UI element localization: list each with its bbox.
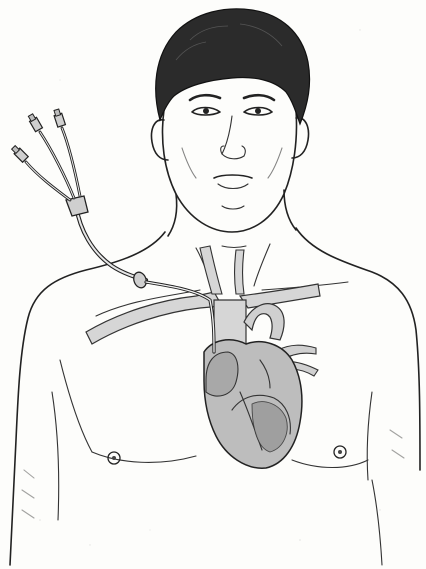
head [152,9,310,232]
left-ear [152,120,169,160]
lumen-3-tube [62,128,80,196]
mouth-upper-lip [214,175,252,178]
left-subclavian-vein [86,292,222,344]
catheter-tube [76,206,146,280]
left-side-hatch [22,470,34,518]
left-eye [192,108,220,116]
left-chest-contour [60,360,92,452]
lumen-2-cap [27,113,42,132]
nostril-right [242,146,245,156]
cheek-left [182,148,196,178]
right-side-hatch [390,430,404,458]
lumen-3-cap [53,108,66,127]
catheter-lumens [11,108,80,200]
left-eyebrow [190,95,220,100]
lumen-1-tube [26,162,70,200]
nose [222,116,244,159]
neck [168,190,296,286]
catheter-entry-wing [132,270,149,289]
right-jugular-vein [235,250,245,294]
aortic-arch [244,304,284,340]
neck-right-outline [284,190,296,230]
heart [204,340,302,468]
right-nipple [334,446,346,458]
left-arm-inner-line [52,392,59,520]
neck-muscle-right [254,244,270,286]
hair [156,9,310,124]
catheter-tube-core [76,206,146,280]
right-flank-line [372,480,382,565]
face-outline [163,110,297,232]
mouth-lower-lip [218,184,248,189]
cheek-right [268,148,282,178]
neck-left-outline [168,194,177,236]
chin-line [222,206,244,209]
central-venous-catheter [11,108,214,352]
right-eye [244,108,272,116]
lumen-1-cap [11,145,29,163]
right-arm-inner-line [367,392,372,480]
right-eyebrow [244,95,274,100]
throat-line [222,246,246,248]
right-subclavian-vein [240,284,320,308]
left-jugular-vein [200,246,222,294]
right-pectoral-line [292,460,368,468]
lumen-2-tube [40,132,74,198]
